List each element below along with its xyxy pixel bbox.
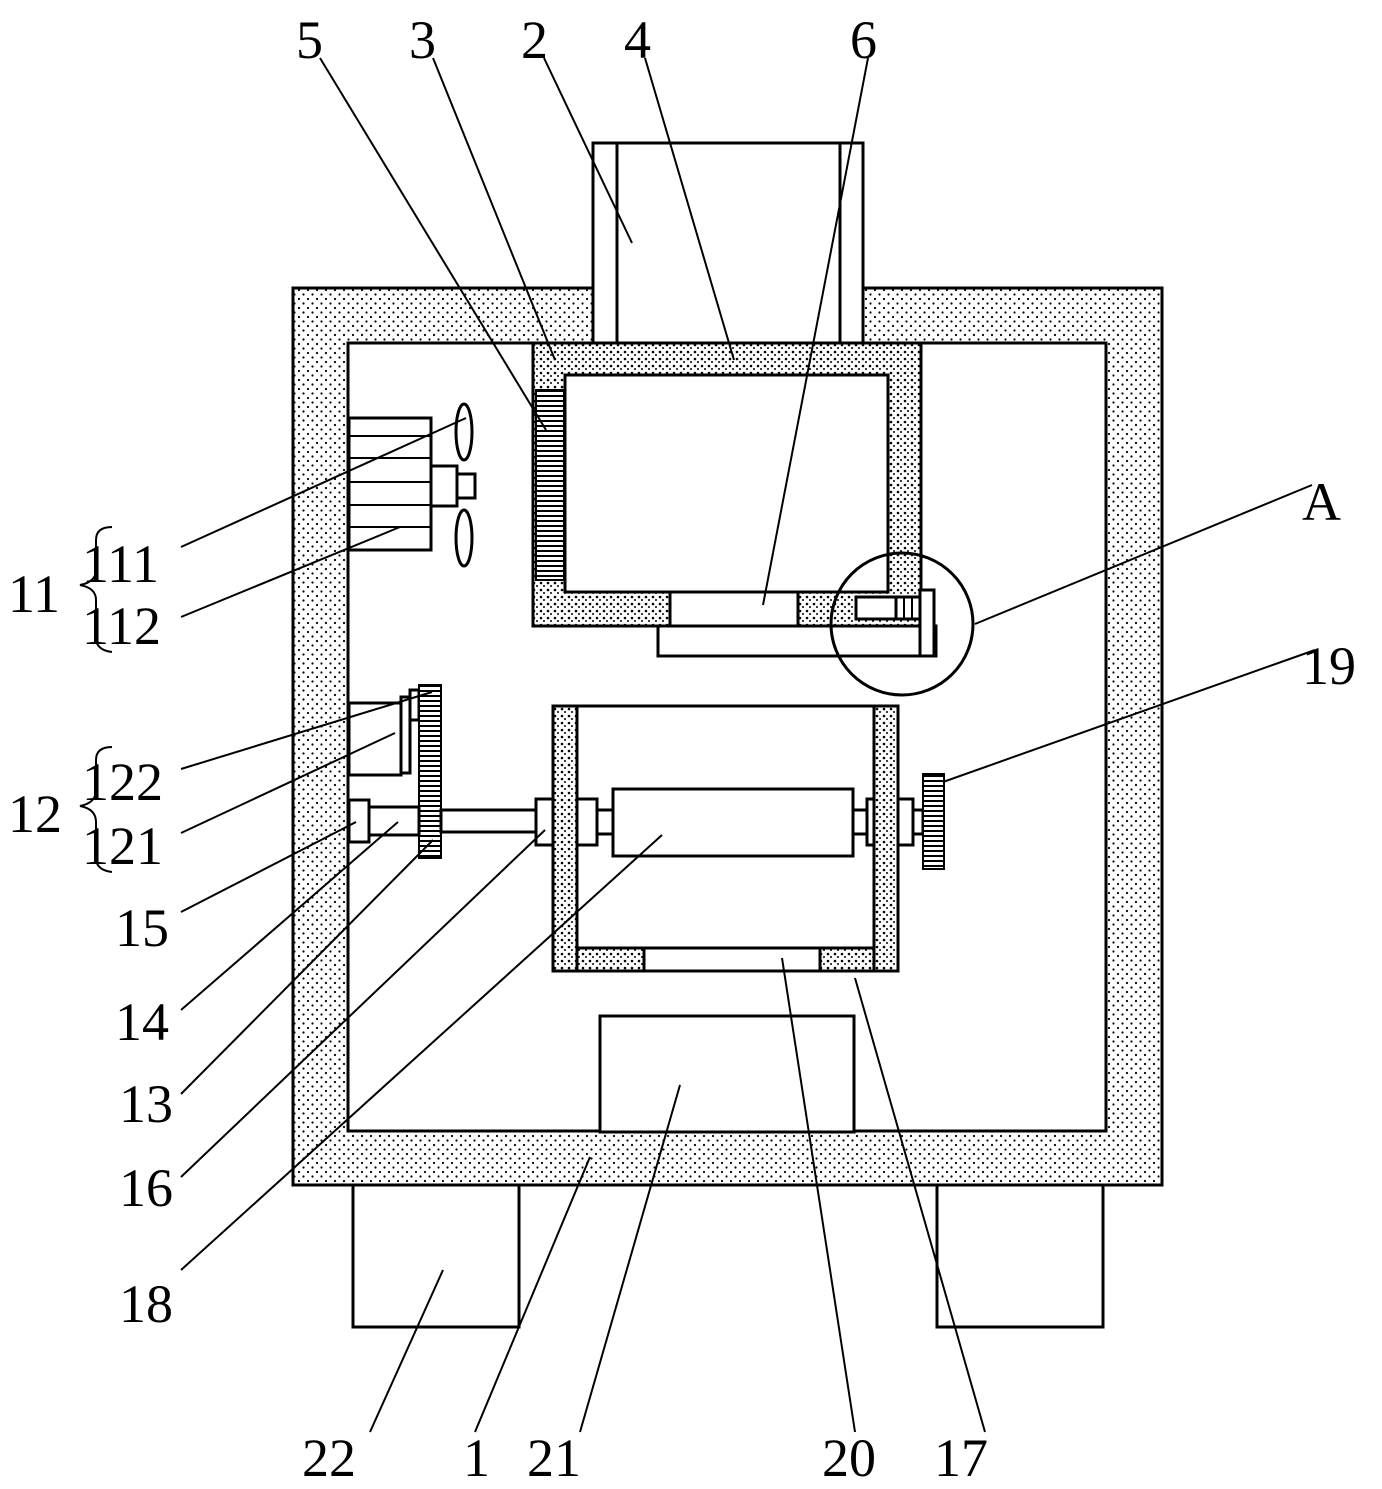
label-4: 4 bbox=[624, 10, 651, 70]
label-111: 111 bbox=[82, 534, 159, 594]
label-18: 18 bbox=[119, 1274, 173, 1334]
group-braces bbox=[79, 526, 113, 873]
drum-box bbox=[534, 704, 945, 973]
label-112: 112 bbox=[82, 596, 161, 656]
label-3: 3 bbox=[409, 10, 436, 70]
drive-assembly bbox=[347, 684, 538, 859]
label-16: 16 bbox=[119, 1158, 173, 1218]
label-14: 14 bbox=[115, 992, 169, 1052]
label-17: 17 bbox=[934, 1428, 988, 1488]
detail-circle-A bbox=[829, 551, 975, 697]
label-13: 13 bbox=[119, 1074, 173, 1134]
label-122: 122 bbox=[82, 752, 163, 812]
reference-labels: 5 3 2 4 6 A 19 11 111 112 12 122 121 15 … bbox=[8, 10, 1356, 1488]
label-1: 1 bbox=[463, 1428, 490, 1488]
fan-assembly bbox=[347, 402, 477, 568]
label-12: 12 bbox=[8, 784, 62, 844]
label-20: 20 bbox=[822, 1428, 876, 1488]
label-2: 2 bbox=[521, 10, 548, 70]
support-feet bbox=[351, 1183, 1105, 1329]
label-5: 5 bbox=[296, 10, 323, 70]
label-22: 22 bbox=[302, 1428, 356, 1488]
label-19: 19 bbox=[1302, 636, 1356, 696]
collection-box bbox=[598, 1014, 856, 1134]
label-121: 121 bbox=[82, 816, 163, 876]
fan-blade-lower bbox=[454, 508, 474, 568]
label-A: A bbox=[1302, 472, 1341, 532]
crushing-box bbox=[531, 341, 938, 658]
fan-blade-upper bbox=[454, 402, 474, 462]
leader-lines bbox=[180, 57, 1316, 1433]
label-15: 15 bbox=[115, 898, 169, 958]
label-21: 21 bbox=[527, 1428, 581, 1488]
label-6: 6 bbox=[850, 10, 877, 70]
label-11: 11 bbox=[8, 564, 60, 624]
feed-hopper bbox=[591, 141, 865, 347]
